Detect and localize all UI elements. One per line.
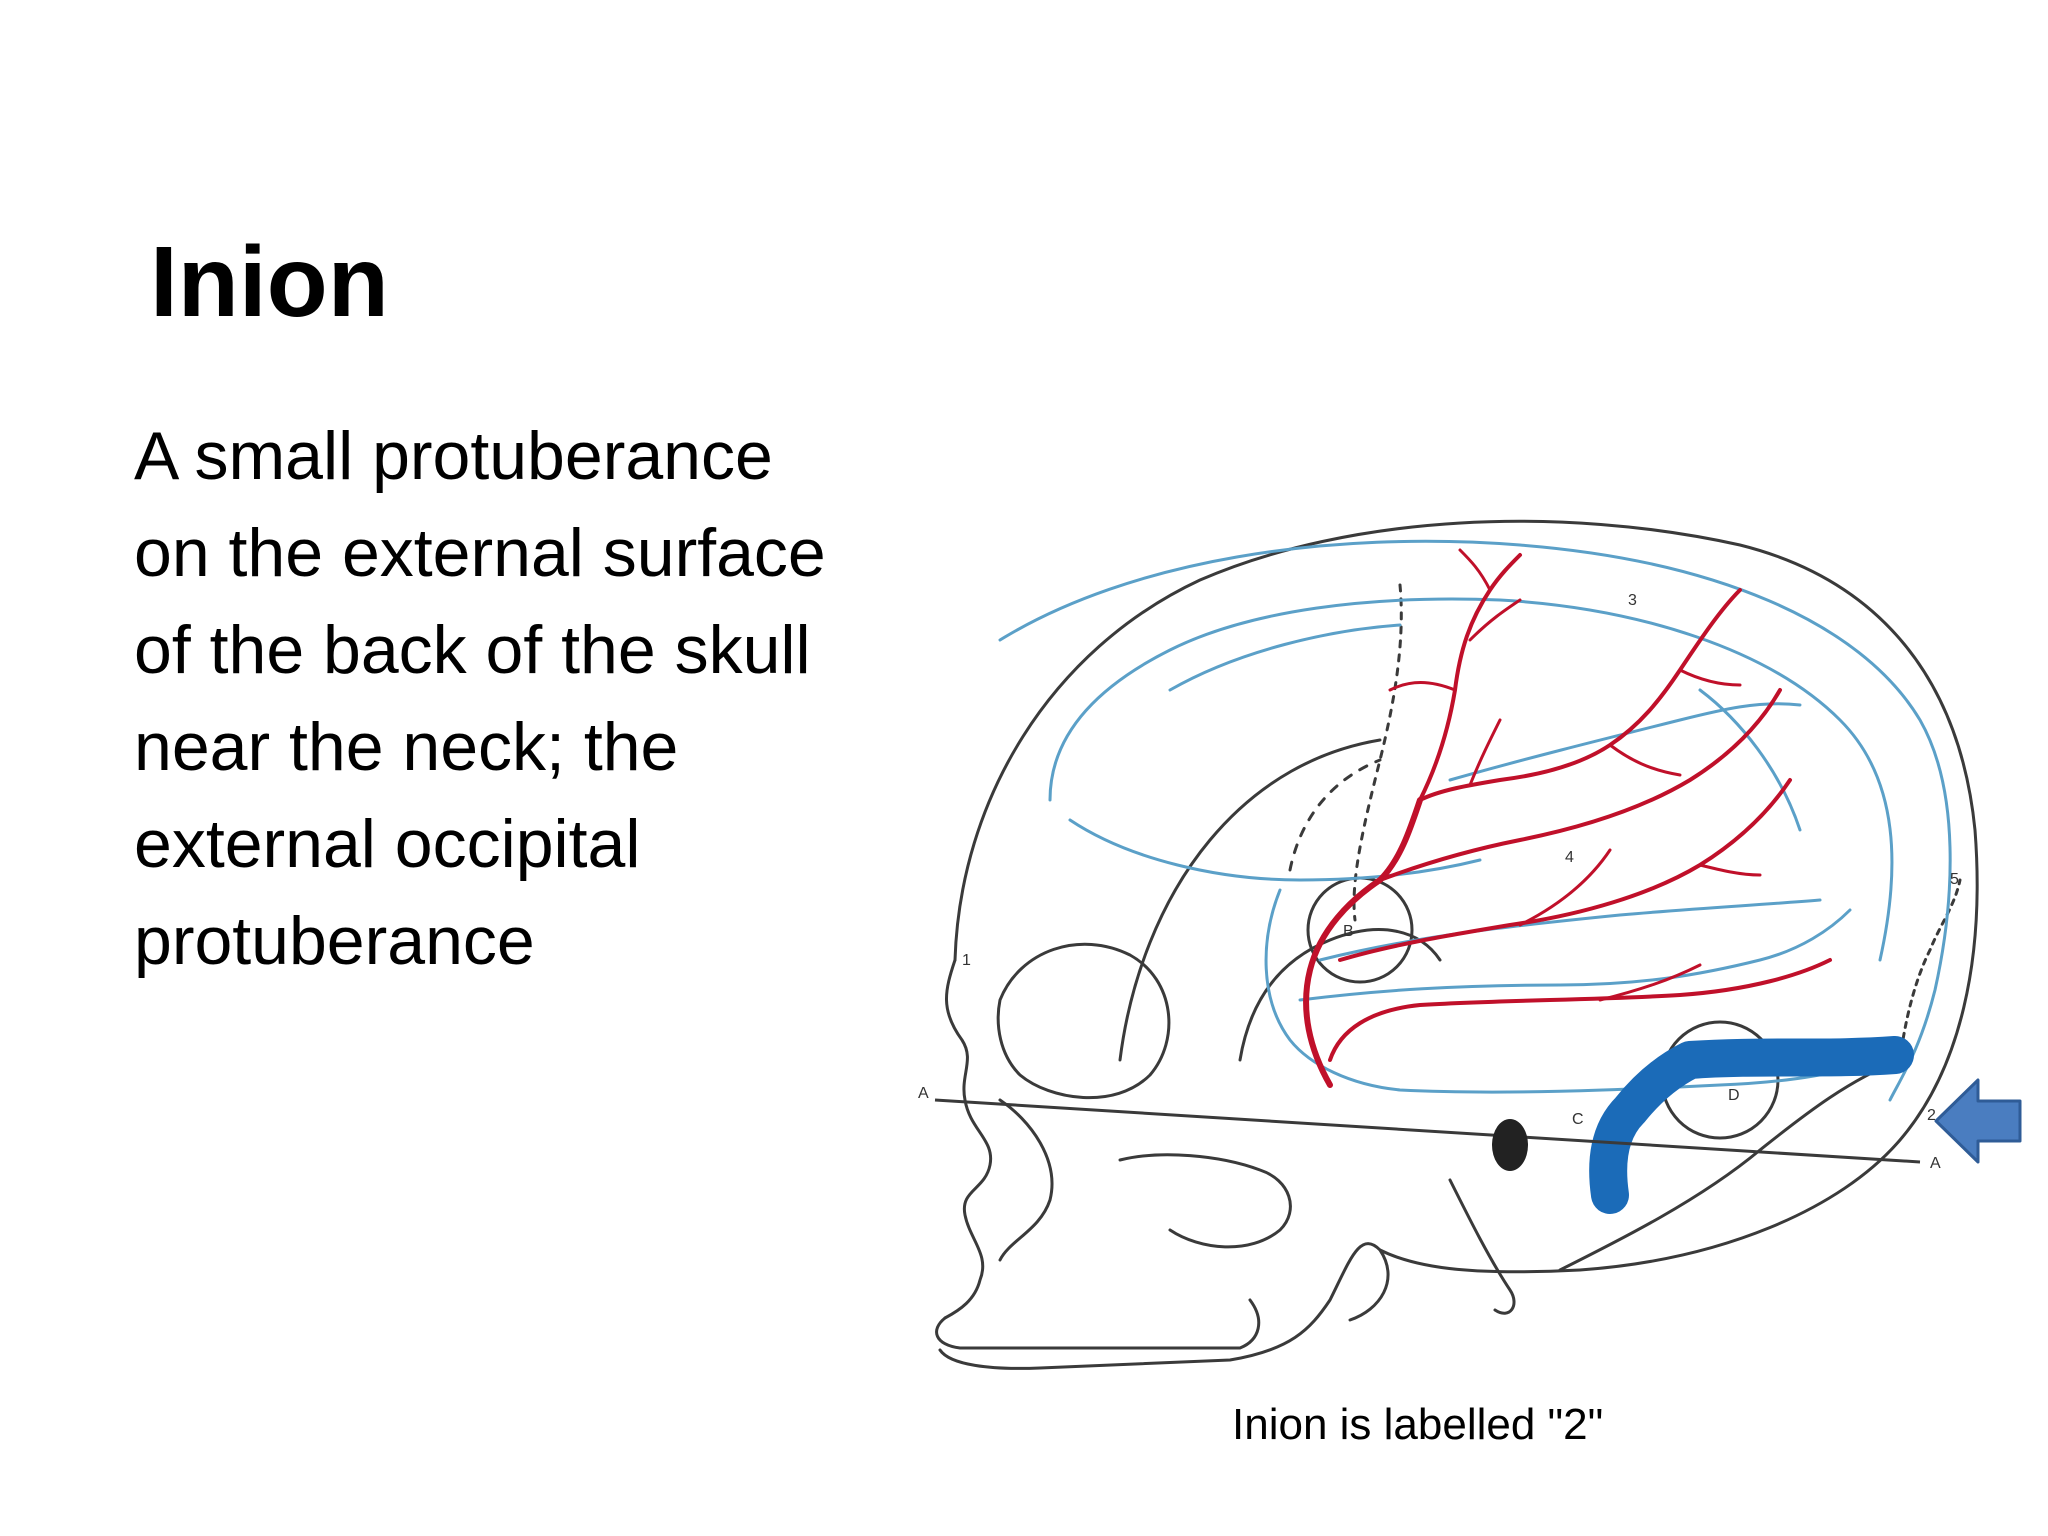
nasal bbox=[998, 1098, 1054, 1262]
artery-branch bbox=[1328, 958, 1832, 1062]
body-line: near the neck; the bbox=[134, 709, 679, 785]
inner-dashed bbox=[1288, 758, 1382, 872]
figure-label: A bbox=[918, 1085, 929, 1102]
figure-label: 5 bbox=[1950, 871, 1959, 888]
blue-vessel bbox=[1298, 908, 1852, 1002]
figure-label: 1 bbox=[962, 952, 971, 969]
artery-branch bbox=[1608, 743, 1682, 777]
lower-occipital bbox=[1558, 1058, 1902, 1272]
face-profile bbox=[943, 958, 993, 1320]
transverse-sinus bbox=[1589, 1036, 1914, 1214]
figure-label: 2 bbox=[1927, 1107, 1936, 1124]
skull-diagram-svg: A A 1 2 3 4 5 B C D bbox=[918, 519, 2022, 1370]
artery-branch bbox=[1388, 681, 1457, 692]
figure-label: D bbox=[1728, 1087, 1740, 1104]
artery-branch bbox=[1458, 548, 1492, 592]
temporal-line bbox=[1118, 738, 1382, 1062]
zygoma bbox=[1118, 1153, 1292, 1249]
slide-body: A small protuberance on the external sur… bbox=[134, 408, 914, 990]
arrow-left-icon bbox=[1934, 1078, 2022, 1164]
blue-vessel bbox=[1264, 888, 1902, 1094]
lambdoid-suture bbox=[1898, 878, 1962, 1062]
landmark-circles bbox=[1306, 876, 1780, 1140]
body-line: A small protuberance bbox=[134, 418, 773, 494]
blue-vessel bbox=[1698, 688, 1802, 832]
blue-vessel bbox=[998, 539, 1952, 1102]
artery-branch bbox=[1338, 778, 1792, 962]
body-line: on the external surface bbox=[134, 515, 826, 591]
body-line: protuberance bbox=[134, 903, 535, 979]
figure-label: 3 bbox=[1628, 592, 1637, 609]
skull-outline bbox=[935, 519, 1979, 1370]
red-arteries bbox=[1303, 548, 1832, 1088]
ear-canal bbox=[1492, 1119, 1528, 1171]
artery-main bbox=[1303, 797, 1423, 1088]
figure-label: B bbox=[1343, 923, 1354, 940]
blue-vessel bbox=[1068, 818, 1482, 882]
artery-branch bbox=[1418, 588, 1742, 802]
artery-branch bbox=[1468, 718, 1502, 787]
orbit bbox=[996, 942, 1171, 1100]
reference-line bbox=[934, 1098, 1921, 1164]
skull-diagram: A A 1 2 3 4 5 B C D bbox=[900, 500, 2040, 1380]
artery-branch bbox=[1598, 963, 1702, 1002]
figure-label: 4 bbox=[1565, 849, 1574, 866]
figure-label: C bbox=[1572, 1111, 1584, 1128]
maxilla bbox=[935, 1298, 1261, 1350]
mastoid bbox=[1448, 1178, 1516, 1315]
blue-vessels bbox=[998, 539, 1952, 1102]
body-line: external occipital bbox=[134, 806, 641, 882]
artery-branch bbox=[1468, 598, 1522, 642]
mandible bbox=[938, 1242, 1390, 1370]
figure-labels: A A 1 2 3 4 5 B C D bbox=[918, 592, 1959, 1172]
coronal-suture bbox=[1352, 583, 1403, 922]
sphenoid bbox=[1238, 928, 1442, 1062]
artery-branch bbox=[1678, 668, 1742, 687]
artery-branch bbox=[1698, 863, 1762, 877]
slide-title: Inion bbox=[150, 226, 389, 338]
artery-branch bbox=[1378, 688, 1782, 882]
artery-branch bbox=[1418, 553, 1522, 802]
blue-vessel bbox=[1048, 597, 1894, 962]
figure-caption: Inion is labelled "2" bbox=[1232, 1400, 1604, 1449]
figure-label: A bbox=[1930, 1155, 1941, 1172]
cranium-outer bbox=[953, 519, 1979, 1274]
blue-vessel bbox=[1448, 702, 1802, 782]
body-line: of the back of the skull bbox=[134, 612, 811, 688]
artery-branch bbox=[1518, 848, 1612, 927]
reference-line-a bbox=[934, 1098, 1921, 1164]
blue-vessel bbox=[1168, 623, 1402, 692]
